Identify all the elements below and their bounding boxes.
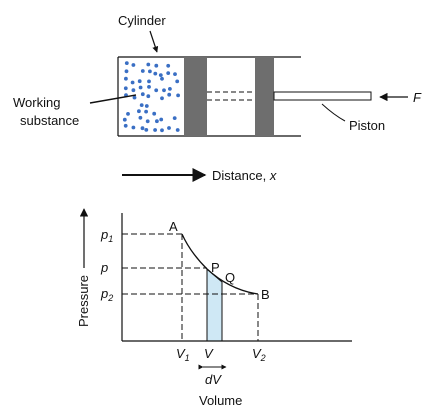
piston-head-final xyxy=(255,57,274,136)
piston-label: Piston xyxy=(349,118,385,133)
v2-symbol: V xyxy=(252,346,262,361)
particle-dot xyxy=(138,85,143,90)
particle-dot xyxy=(154,63,159,68)
p1-symbol: p xyxy=(100,227,108,242)
particle-dot xyxy=(160,76,164,81)
pv-diagram: A P Q B p1 p p2 V1 V V2 dV Volume Pressu… xyxy=(76,208,352,408)
particle-dot xyxy=(166,71,171,75)
particle-dot xyxy=(155,119,159,124)
piston-rod xyxy=(273,91,372,101)
particle-dot xyxy=(137,109,141,114)
distance-variable: x xyxy=(269,168,277,183)
particle-dot xyxy=(175,79,180,84)
v1-subscript: 1 xyxy=(185,353,190,363)
particle-dot xyxy=(146,94,151,99)
working-substance-particles xyxy=(122,61,181,133)
p2-symbol: p xyxy=(100,286,108,301)
working-label-line2: substance xyxy=(20,113,79,128)
particle-dot xyxy=(153,128,158,132)
x-axis-title: Volume xyxy=(199,393,242,408)
piston-head-initial xyxy=(184,57,207,136)
particle-dot xyxy=(154,88,159,93)
particle-dot xyxy=(124,76,128,81)
working-label-line1: Working xyxy=(13,95,60,110)
particle-dot xyxy=(176,93,181,98)
particle-dot xyxy=(131,125,136,130)
p1-subscript: 1 xyxy=(108,234,113,244)
particle-dot xyxy=(168,87,172,91)
particle-dot xyxy=(148,69,152,74)
particle-dot xyxy=(172,116,177,120)
particle-dot xyxy=(124,61,129,65)
point-b-label: B xyxy=(261,287,270,302)
particle-dot xyxy=(145,119,150,124)
particle-dot xyxy=(144,109,149,114)
v1-tick-label: V1 xyxy=(176,346,190,363)
particle-dot xyxy=(123,123,128,128)
point-a-label: A xyxy=(169,219,178,234)
particle-dot xyxy=(167,126,171,130)
working-leader-line xyxy=(89,94,137,104)
particle-dot xyxy=(132,95,137,100)
p1-tick-label: p1 xyxy=(100,227,113,244)
particle-dot xyxy=(140,126,145,131)
particle-dot xyxy=(137,79,142,84)
particle-dot xyxy=(147,85,151,89)
piston-leader-line xyxy=(321,103,346,122)
particle-dot xyxy=(144,127,149,132)
y-axis-title: Pressure xyxy=(76,275,91,327)
particle-dot xyxy=(124,69,129,74)
particle-dot xyxy=(131,88,136,93)
process-curve xyxy=(181,233,259,295)
p-tick-label: p xyxy=(100,260,108,275)
particle-dot xyxy=(158,73,163,77)
particle-dot xyxy=(152,111,157,116)
dv-label: dV xyxy=(205,372,222,387)
particle-dot xyxy=(160,128,164,133)
particle-dot xyxy=(153,71,158,76)
distance-text: Distance, xyxy=(212,168,270,183)
particle-dot xyxy=(175,128,180,132)
v1-symbol: V xyxy=(176,346,186,361)
p2-subscript: 2 xyxy=(107,293,113,303)
particle-dot xyxy=(122,117,127,122)
distance-indicator: Distance, x xyxy=(122,168,277,183)
particle-dot xyxy=(162,88,166,93)
particle-dot xyxy=(139,103,144,107)
particle-dot xyxy=(138,115,143,120)
particle-dot xyxy=(144,104,149,108)
particle-dot xyxy=(159,117,164,122)
distance-label: Distance, x xyxy=(212,168,277,183)
particle-dot xyxy=(130,80,135,85)
point-q-label: Q xyxy=(225,270,235,285)
particle-dot xyxy=(126,112,130,116)
cylinder-label: Cylinder xyxy=(118,13,166,28)
particle-dot xyxy=(140,92,145,97)
particle-dot xyxy=(167,92,172,97)
cylinder-leader-arrow xyxy=(149,30,159,53)
particle-dot xyxy=(160,96,164,101)
particle-dot xyxy=(140,69,145,73)
particle-dot xyxy=(123,86,128,91)
force-label: F xyxy=(413,90,422,105)
point-p-label: P xyxy=(211,260,220,275)
particle-dot xyxy=(173,72,177,76)
particle-dot xyxy=(131,63,136,67)
p2-tick-label: p2 xyxy=(100,286,113,303)
v2-subscript: 2 xyxy=(260,353,266,363)
particle-dot xyxy=(166,63,171,68)
v2-tick-label: V2 xyxy=(252,346,266,363)
particle-dot xyxy=(146,62,151,67)
cylinder-assembly: F Cylinder Working substance Piston xyxy=(13,13,422,137)
particle-dot xyxy=(147,79,151,84)
v-tick-label: V xyxy=(204,346,214,361)
